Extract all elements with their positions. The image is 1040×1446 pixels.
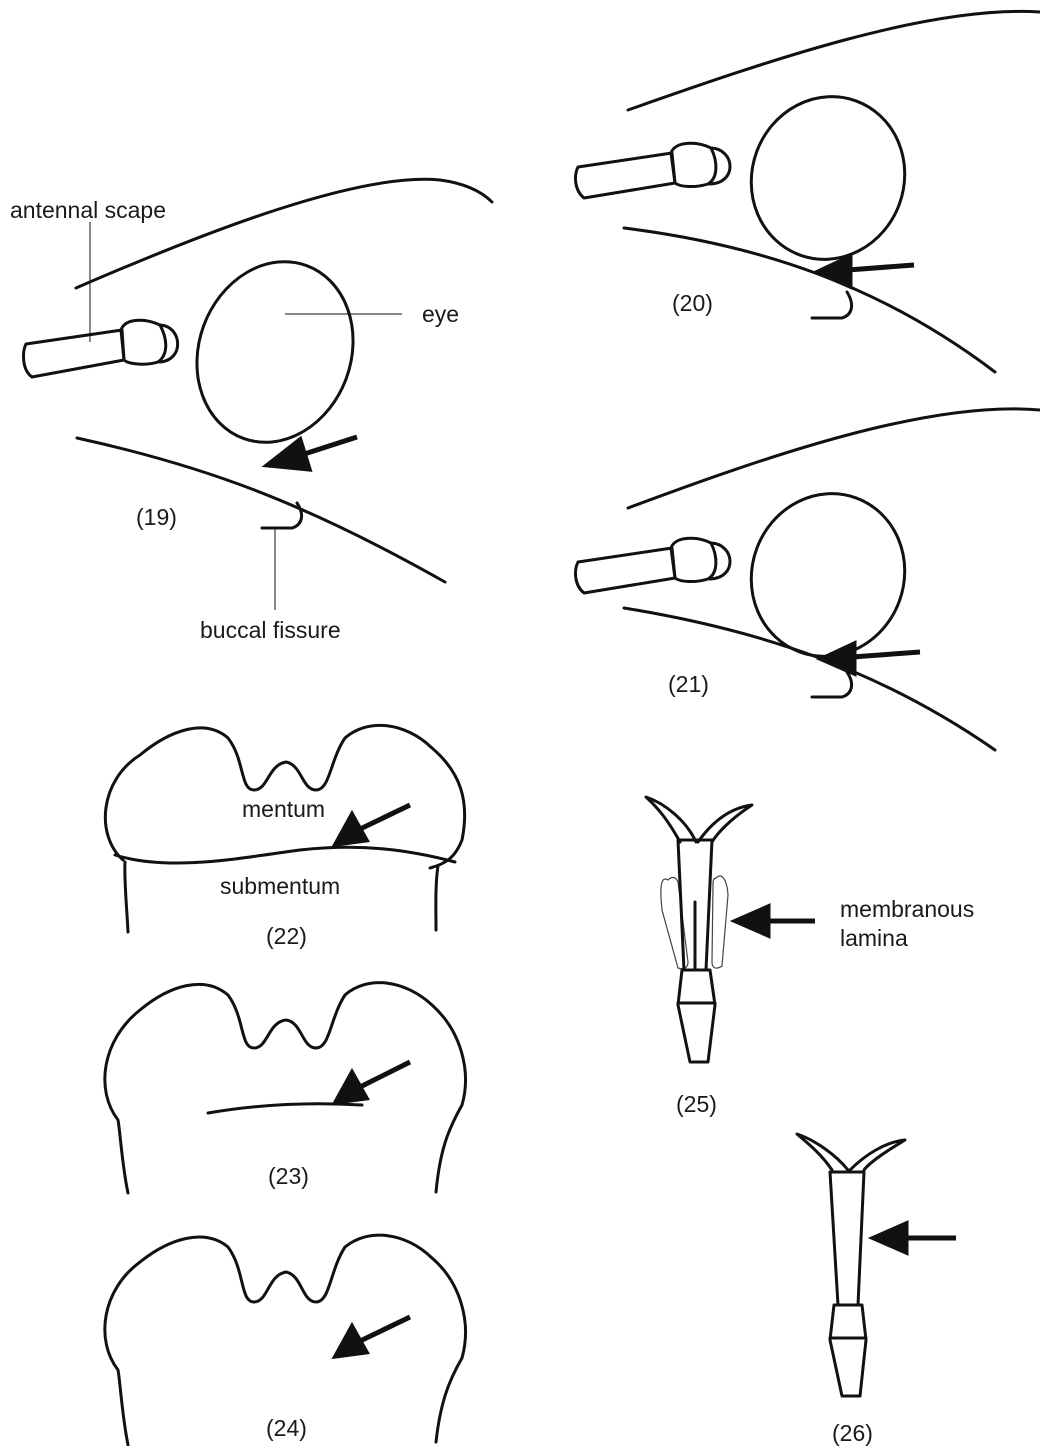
figure-26-maxilla: (26) [797, 1134, 956, 1446]
figure-20-head-lateral: (20) [576, 11, 1040, 372]
antennal-scape-segment [576, 548, 675, 593]
label-buccal-fissure: buccal fissure [200, 617, 341, 643]
mentum-submentum-suture [115, 847, 455, 863]
figure-25-maxilla: membranous lamina (25) [646, 797, 974, 1117]
left-claw [646, 797, 696, 842]
right-claw [850, 1140, 905, 1170]
arrow-21-head [822, 644, 854, 673]
cardo-base [678, 970, 715, 1062]
arrow-22 [358, 805, 410, 830]
eye-ellipse [729, 75, 928, 281]
label-mentum: mentum [242, 796, 325, 822]
figure-number-26: (26) [832, 1420, 873, 1446]
buccal-fissure-hook [812, 672, 852, 697]
figure-24-mentum-ventral: (24) [105, 1235, 466, 1445]
stipes-body [830, 1172, 864, 1305]
figure-number-19: (19) [136, 504, 177, 530]
arrow-23-head [336, 1073, 366, 1102]
arrow-24 [358, 1317, 410, 1342]
figure-number-21: (21) [668, 671, 709, 697]
label-submentum: submentum [220, 873, 340, 899]
figure-number-25: (25) [676, 1091, 717, 1117]
head-ventral-outline [77, 438, 445, 582]
partial-suture [208, 1104, 362, 1113]
submentum-left-side [125, 862, 128, 932]
mentum-outline [105, 983, 466, 1193]
pedicel-segment [121, 320, 166, 364]
cardo-base [830, 1305, 866, 1396]
antennal-scape-segment [576, 153, 675, 198]
figure-number-20: (20) [672, 290, 713, 316]
left-claw [797, 1134, 848, 1170]
figure-22-mentum-ventral: mentum submentum (22) [105, 725, 464, 949]
arrow-21 [852, 652, 920, 657]
arrow-24-head [336, 1327, 366, 1356]
arrow-19-head [268, 440, 309, 469]
arrow-20-head [818, 257, 850, 286]
eye-ellipse [172, 240, 378, 465]
submentum-right-side [436, 866, 438, 930]
arrow-25-head [736, 907, 768, 935]
label-eye: eye [422, 301, 459, 327]
arrow-23 [358, 1062, 410, 1088]
label-lamina: lamina [840, 925, 908, 951]
label-membranous: membranous [840, 896, 974, 922]
antennal-scape-segment [24, 330, 124, 377]
eye-ellipse [729, 472, 928, 678]
figure-23-mentum-ventral: (23) [105, 983, 466, 1193]
antenna [576, 143, 731, 198]
arrow-20 [848, 265, 914, 270]
label-antennal-scape: antennal scape [10, 197, 166, 223]
right-claw [698, 805, 752, 842]
arrow-22-head [336, 815, 366, 844]
figure-19-head-lateral: antennal scape eye buccal fissure (19) [10, 179, 492, 643]
figure-number-22: (22) [266, 923, 307, 949]
membranous-lamina-right [712, 876, 728, 968]
figure-21-head-lateral: (21) [576, 409, 1040, 750]
buccal-fissure-hook [812, 292, 852, 318]
figure-number-24: (24) [266, 1415, 307, 1441]
head-dorsal-outline [76, 179, 492, 288]
antenna [576, 538, 731, 593]
arrow-26-head [874, 1224, 906, 1252]
mentum-outline [105, 1235, 466, 1445]
antenna [24, 320, 178, 377]
pedicel-segment [671, 538, 716, 581]
pedicel-segment [671, 143, 716, 186]
figure-number-23: (23) [268, 1163, 309, 1189]
